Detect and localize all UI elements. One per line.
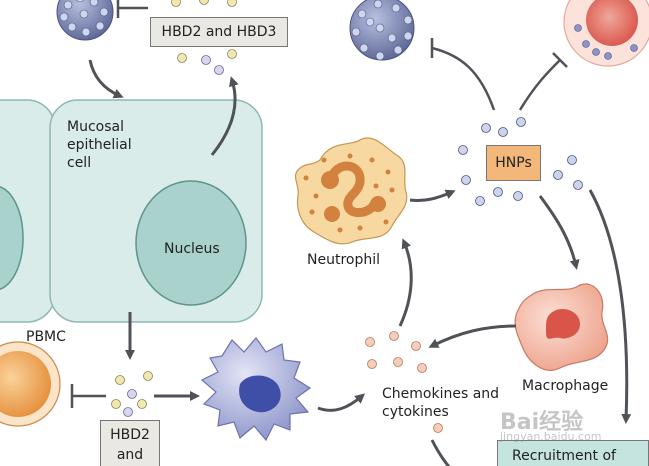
hbd-peptide-dots-top [177, 49, 237, 63]
hbd-peptide-dots-bottom [111, 371, 153, 417]
hbd2-hbd3-label-box: HBD2 and HBD3 [150, 17, 288, 47]
dendritic-cell [200, 337, 312, 442]
macrophage-cell [514, 283, 609, 371]
recruitment-label-box: Recruitment of [497, 440, 649, 466]
nucleus-shape [135, 180, 247, 306]
baidu-watermark-logo: Bai经验 [500, 410, 584, 435]
hnp-peptide-dots [458, 117, 583, 206]
pbmc-label: PBMC [26, 329, 66, 345]
recruitment-label: Recruitment of [512, 448, 616, 464]
chemokines-cytokines-label: Chemokines and cytokines [382, 386, 500, 420]
infected-cell-top-right [563, 0, 649, 67]
pbmc-cell [0, 341, 61, 427]
mucosal-epithelial-cell-label: Mucosal epithelial cell [67, 119, 132, 171]
neutrophil-label: Neutrophil [307, 252, 381, 268]
hbd2-and-label-box: HBD2 and [100, 420, 160, 466]
nucleus-left-partial [0, 186, 24, 290]
hnps-label-box: HNPs [486, 145, 541, 181]
macrophage-label: Macrophage [522, 378, 609, 394]
neutrophil-cell [294, 137, 408, 245]
hnps-label: HNPs [495, 155, 532, 171]
hbd2-hbd3-label: HBD2 and HBD3 [161, 24, 277, 40]
virus-top-left [56, 0, 114, 41]
baidu-watermark-url: jingyan.baidu.com [500, 430, 602, 443]
chemokine-dots [365, 331, 443, 433]
virus-top-right [349, 0, 415, 61]
nucleus-label: Nucleus [164, 241, 220, 257]
